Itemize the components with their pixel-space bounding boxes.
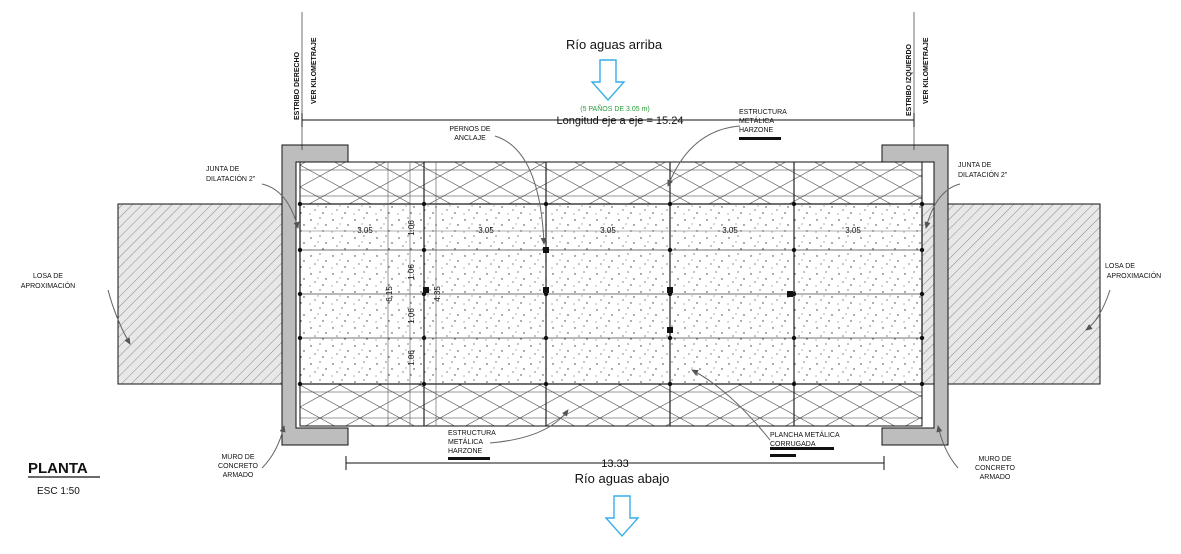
- svg-text:ESTRUCTURA: ESTRUCTURA: [739, 109, 787, 116]
- svg-text:ESTRUCTURA: ESTRUCTURA: [448, 430, 496, 437]
- svg-text:ANCLAJE: ANCLAJE: [454, 135, 486, 142]
- leader-lines: [107, 125, 1111, 469]
- bottom-dimension-value: 13.33: [601, 458, 629, 470]
- svg-text:METÁLICA: METÁLICA: [739, 116, 774, 125]
- svg-text:VER KILOMETRAJE: VER KILOMETRAJE: [311, 37, 318, 104]
- panel-dim-label: 3.05: [722, 226, 738, 235]
- callout-losa-left: LOSA DE APROXIMACIÓN: [21, 273, 75, 290]
- svg-text:CORRUGADA: CORRUGADA: [770, 441, 816, 448]
- svg-text:CONCRETO: CONCRETO: [218, 463, 258, 470]
- callout-estructura-top: ESTRUCTURA METÁLICA HARZONE: [739, 109, 787, 140]
- downstream-arrow-icon: [604, 495, 640, 538]
- svg-text:PERNOS DE: PERNOS DE: [449, 126, 491, 133]
- callout-plancha: PLANCHA METÁLICA CORRUGADA: [770, 430, 840, 457]
- callout-estructura-bottom: ESTRUCTURA METÁLICA HARZONE: [448, 430, 496, 460]
- drawing-scale: ESC 1:50: [37, 486, 80, 497]
- svg-text:VER KILOMETRAJE: VER KILOMETRAJE: [923, 37, 930, 104]
- truss-top: [299, 161, 923, 205]
- vertical-dim-label: 1.06: [407, 350, 416, 366]
- river-upstream-label: Río aguas arriba: [566, 37, 663, 52]
- abutment-label-right: ESTRIBO IZQUIERDO VER KILOMETRAJE: [906, 37, 930, 116]
- svg-text:CONCRETO: CONCRETO: [975, 465, 1015, 472]
- panel-dimensions: 3.05 3.05 3.05 3.05 3.05: [300, 226, 922, 235]
- svg-text:APROXIMACIÓN: APROXIMACIÓN: [21, 281, 75, 290]
- callout-muro-left: MURO DE CONCRETO ARMADO: [218, 454, 258, 479]
- truss-bottom: [299, 383, 923, 427]
- svg-text:DILATACIÓN 2": DILATACIÓN 2": [958, 170, 1008, 179]
- vertical-dim-label: 1.06: [407, 264, 416, 280]
- svg-text:HARZONE: HARZONE: [448, 448, 483, 455]
- abutment-wall-right: [881, 144, 949, 446]
- svg-text:HARZONE: HARZONE: [739, 127, 774, 134]
- abutment-wall-left: [281, 144, 349, 446]
- upstream-arrow-icon: [590, 59, 626, 102]
- width-dim-label: 4.35: [433, 286, 442, 302]
- svg-text:METÁLICA: METÁLICA: [448, 437, 483, 446]
- panel-dim-label: 3.05: [600, 226, 616, 235]
- callout-junta-right: JUNTA DE DILATACIÓN 2": [958, 162, 1008, 179]
- svg-text:JUNTA DE: JUNTA DE: [958, 162, 992, 169]
- panel-dim-label: 3.05: [478, 226, 494, 235]
- svg-text:JUNTA DE: JUNTA DE: [206, 166, 240, 173]
- vertical-dim-label: 1.06: [407, 220, 416, 236]
- svg-text:ARMADO: ARMADO: [980, 474, 1011, 481]
- svg-text:ESTRIBO IZQUIERDO: ESTRIBO IZQUIERDO: [906, 43, 913, 116]
- width-dim-label: 6.15: [385, 286, 394, 302]
- callout-pernos: PERNOS DE ANCLAJE: [449, 126, 491, 142]
- panel-dim-label: 3.05: [845, 226, 861, 235]
- abutment-label-left: ESTRIBO DERECHO VER KILOMETRAJE: [294, 37, 318, 120]
- approach-slab-right: [921, 203, 1101, 385]
- svg-text:MURO DE: MURO DE: [978, 456, 1011, 463]
- svg-text:ARMADO: ARMADO: [223, 472, 254, 479]
- panels-note: (5 PAÑOS DE 3.05 m): [580, 104, 650, 113]
- drawing-title: PLANTA: [28, 460, 88, 477]
- vertical-dim-label: 1.06: [407, 308, 416, 324]
- panel-dim-label: 3.05: [357, 226, 373, 235]
- callout-muro-right: MURO DE CONCRETO ARMADO: [975, 456, 1015, 481]
- svg-text:PLANCHA METÁLICA: PLANCHA METÁLICA: [770, 430, 840, 439]
- vertical-dimensions: 1.06 1.06 1.06 1.06 6.15 4.35: [385, 220, 442, 366]
- callout-junta-left: JUNTA DE DILATACIÓN 2": [206, 166, 256, 183]
- svg-text:MURO DE: MURO DE: [221, 454, 254, 461]
- svg-text:LOSA DE: LOSA DE: [1105, 263, 1135, 270]
- river-downstream-label: Río aguas abajo: [575, 471, 670, 486]
- svg-text:DILATACIÓN 2": DILATACIÓN 2": [206, 174, 256, 183]
- anchor-bolts: [297, 201, 925, 387]
- approach-slab-left: [117, 203, 297, 385]
- svg-text:ESTRIBO DERECHO: ESTRIBO DERECHO: [294, 51, 301, 120]
- svg-text:APROXIMACIÓN: APROXIMACIÓN: [1107, 271, 1161, 280]
- span-label: Longitud eje a eje = 15.24: [557, 115, 684, 127]
- callout-losa-right: LOSA DE APROXIMACIÓN: [1105, 263, 1161, 280]
- svg-text:LOSA DE: LOSA DE: [33, 273, 63, 280]
